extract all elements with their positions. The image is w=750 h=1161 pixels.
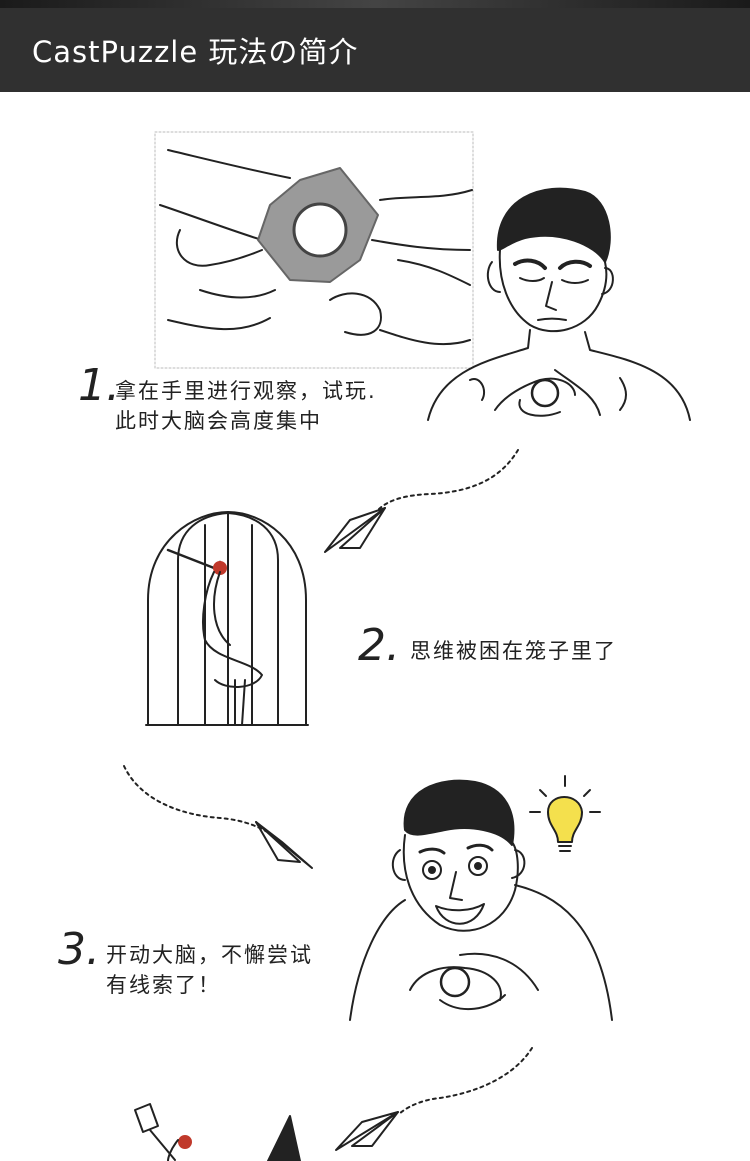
paper-plane-3 [335,1047,533,1151]
man-concentrating-drawing [427,187,691,421]
step-1-text: 拿在手里进行观察，试玩. 此时大脑会高度集中 [115,376,377,436]
step-2-line-1: 思维被困在笼子里了 [410,639,617,663]
man-excited-drawing [349,775,613,1021]
illustration-canvas [123,131,691,1161]
puzzle-hands-drawing [154,131,474,369]
step-1-line-2: 此时大脑会高度集中 [115,409,322,433]
top-strip [0,0,750,8]
step-1-number: 1. [78,360,120,411]
step-3-line-2: 有线索了！ [106,973,221,997]
step-3-text: 开动大脑，不懈尝试 有线索了！ [106,940,313,1000]
step-3-number: 3. [58,924,100,975]
paper-plane-1 [324,449,519,553]
step-2-number: 2. [358,620,400,671]
next-step-teaser-drawing [134,1103,301,1161]
page-title: CastPuzzle 玩法の简介 [32,35,359,69]
paper-plane-2 [123,765,313,869]
step-3-line-1: 开动大脑，不懈尝试 [106,943,313,967]
page-header: CastPuzzle 玩法の简介 [0,8,750,92]
step-2-text: 思维被困在笼子里了 [410,636,617,666]
bird-cage-drawing [145,511,309,726]
step-1-line-1: 拿在手里进行观察，试玩. [115,379,377,403]
